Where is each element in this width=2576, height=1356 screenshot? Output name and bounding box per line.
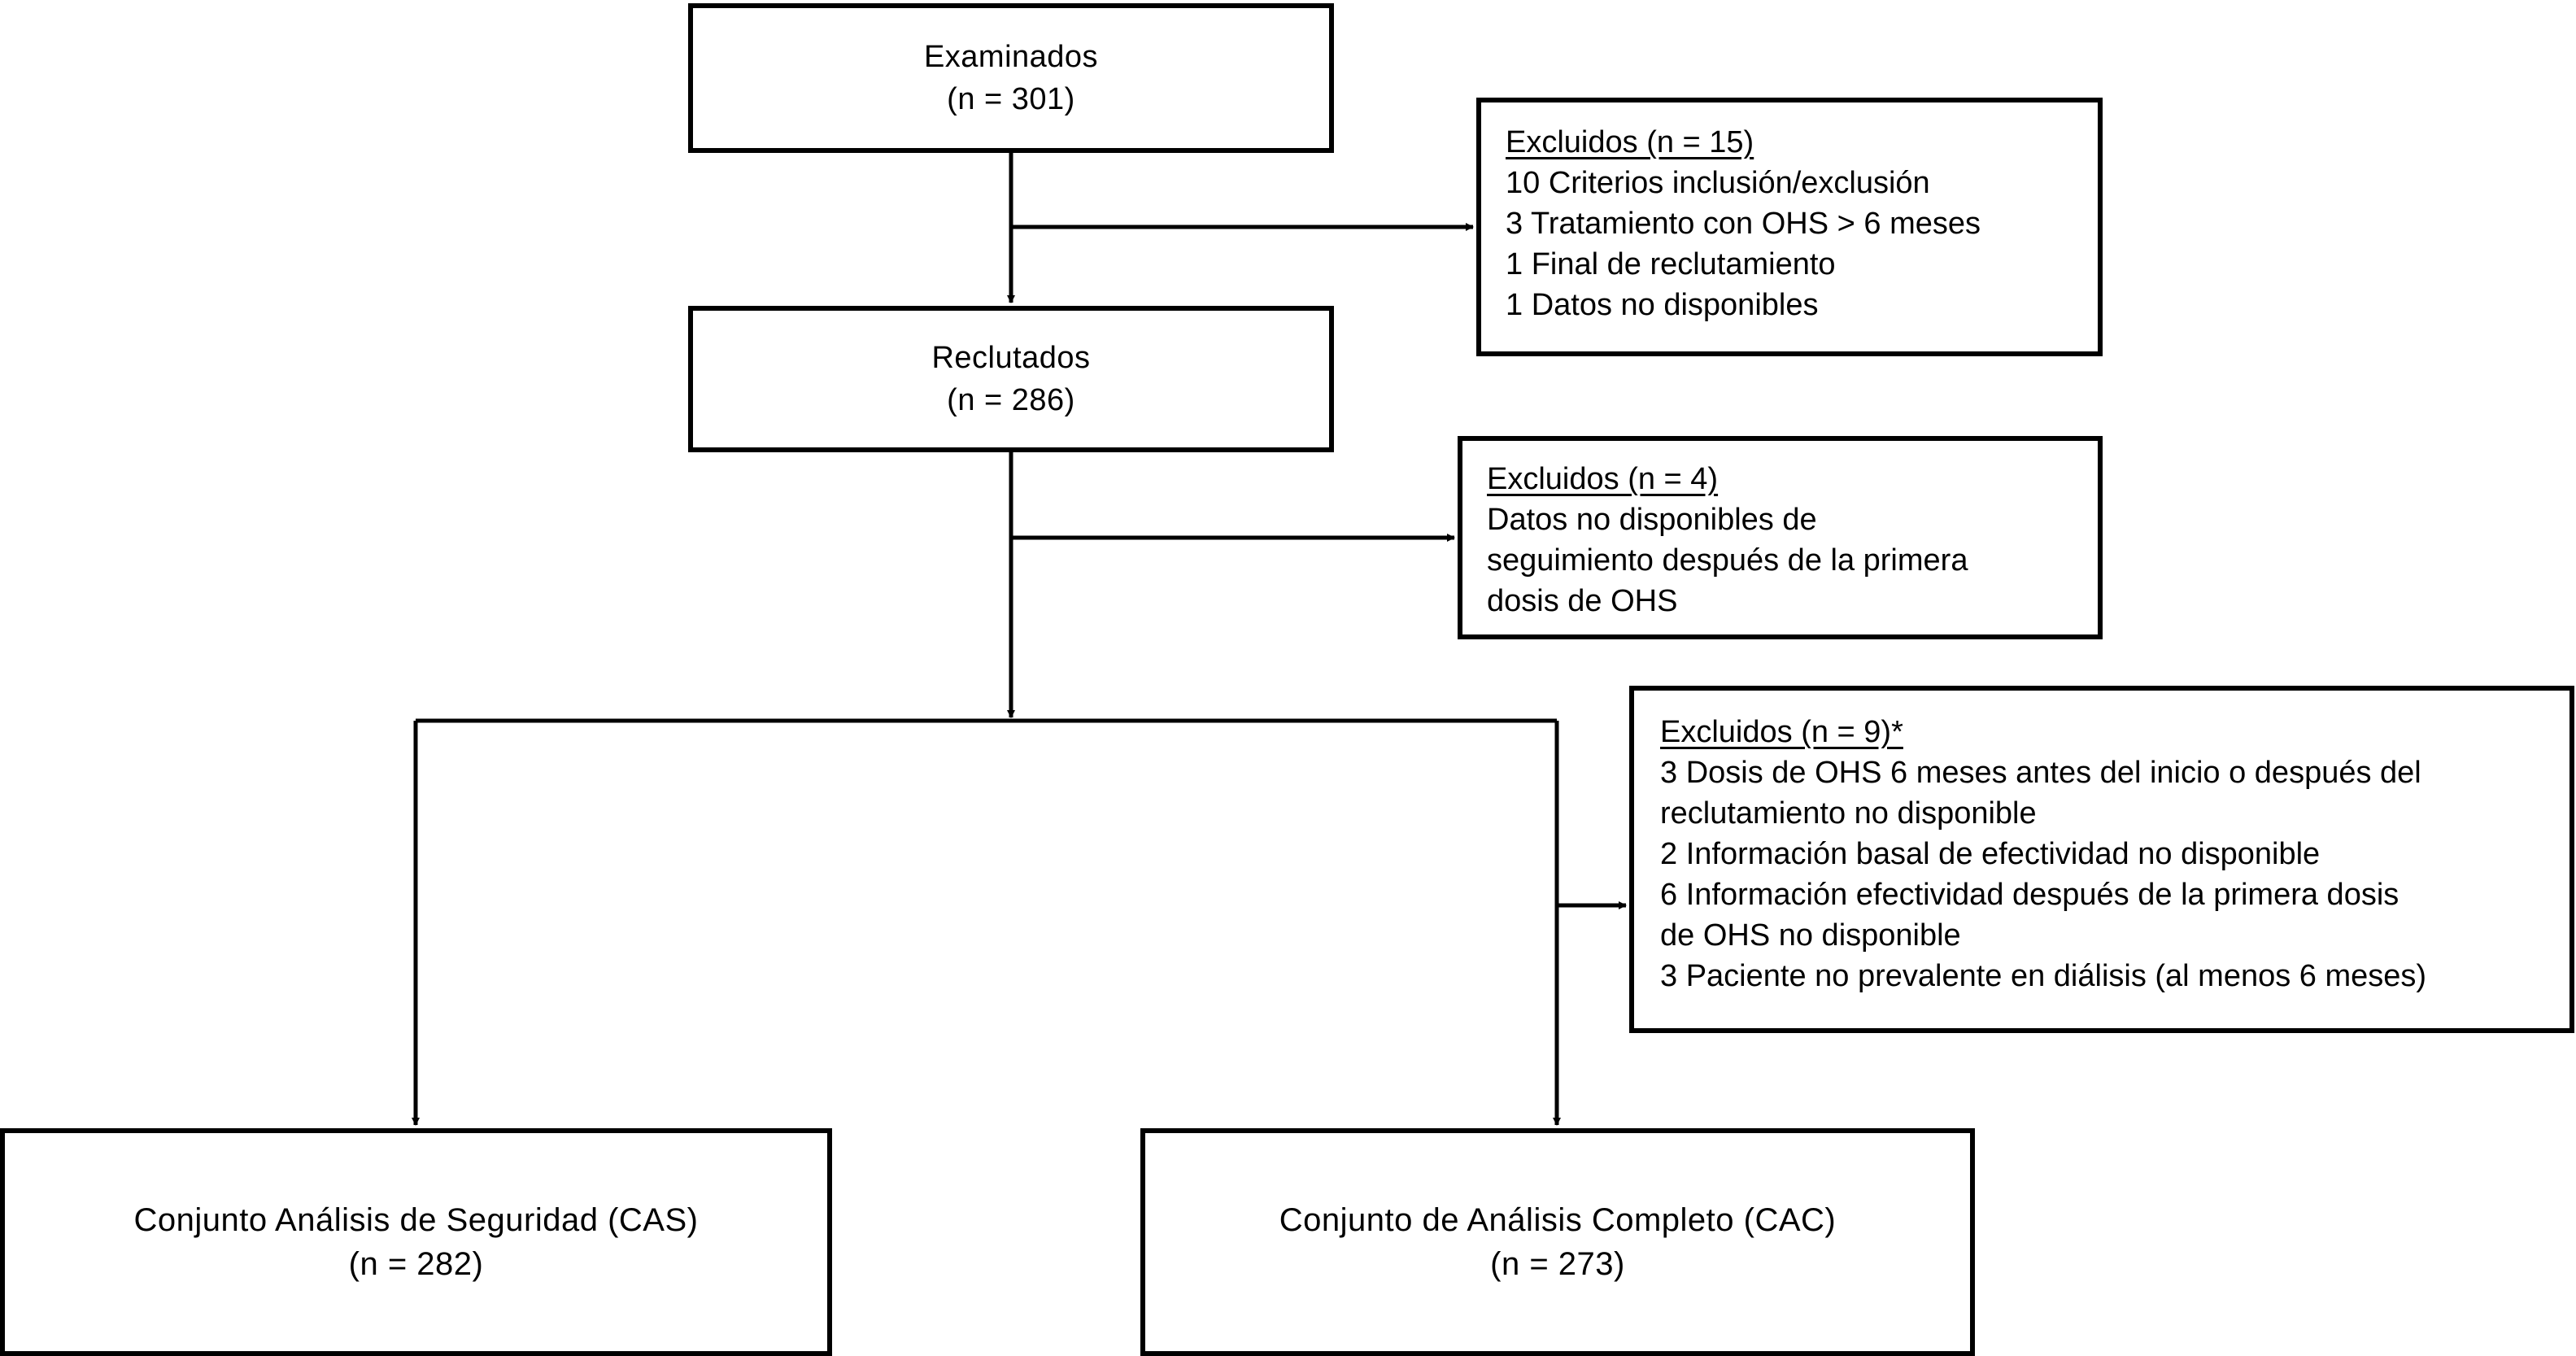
excluded-followup-box: Excluidos (n = 4) Datos no disponibles d…: [1458, 436, 2103, 639]
excluded-screening-item: 3 Tratamiento con OHS > 6 meses: [1506, 207, 1981, 241]
excluded-analysis-item: reclutamiento no disponible: [1660, 796, 2037, 831]
excluded-screening-item: 1 Datos no disponibles: [1506, 288, 1819, 322]
excluded-followup-item: Datos no disponibles de: [1487, 503, 1817, 537]
excluded-screening-box: Excluidos (n = 15) 10 Criterios inclusió…: [1476, 98, 2103, 356]
excluded-screening-item: 1 Final de reclutamiento: [1506, 247, 1836, 281]
excluded-screening-item: 10 Criterios inclusión/exclusión: [1506, 166, 1930, 200]
excluded-analysis-item: 2 Información basal de efectividad no di…: [1660, 837, 2321, 871]
full-analysis-set-label: Conjunto de Análisis Completo (CAC): [1279, 1202, 1837, 1238]
screened-label: Examinados: [923, 40, 1099, 74]
full-analysis-set-box: Conjunto de Análisis Completo (CAC) (n =…: [1140, 1128, 1975, 1356]
full-analysis-set-count: (n = 273): [1490, 1246, 1625, 1282]
excluded-analysis-heading: Excluidos (n = 9)*: [1660, 715, 1903, 749]
recruited-label: Reclutados: [931, 341, 1091, 375]
excluded-analysis-box: Excluidos (n = 9)* 3 Dosis de OHS 6 mese…: [1629, 686, 2574, 1033]
recruited-box: Reclutados (n = 286): [688, 306, 1334, 452]
excluded-followup-heading: Excluidos (n = 4): [1487, 462, 1719, 496]
safety-set-label: Conjunto Análisis de Seguridad (CAS): [133, 1202, 699, 1238]
screened-count: (n = 301): [947, 82, 1075, 116]
excluded-analysis-item: 3 Dosis de OHS 6 meses antes del inicio …: [1660, 756, 2421, 790]
recruited-count: (n = 286): [947, 383, 1075, 417]
screened-box: Examinados (n = 301): [688, 3, 1334, 153]
safety-analysis-set-box: Conjunto Análisis de Seguridad (CAS) (n …: [0, 1128, 832, 1356]
excluded-followup-item: dosis de OHS: [1487, 584, 1678, 618]
excluded-screening-heading: Excluidos (n = 15): [1506, 125, 1754, 159]
excluded-followup-item: seguimiento después de la primera: [1487, 543, 1968, 578]
excluded-analysis-item: 3 Paciente no prevalente en diálisis (al…: [1660, 959, 2427, 993]
safety-set-count: (n = 282): [348, 1246, 484, 1282]
excluded-analysis-item: de OHS no disponible: [1660, 918, 1961, 953]
excluded-analysis-item: 6 Información efectividad después de la …: [1660, 878, 2399, 912]
